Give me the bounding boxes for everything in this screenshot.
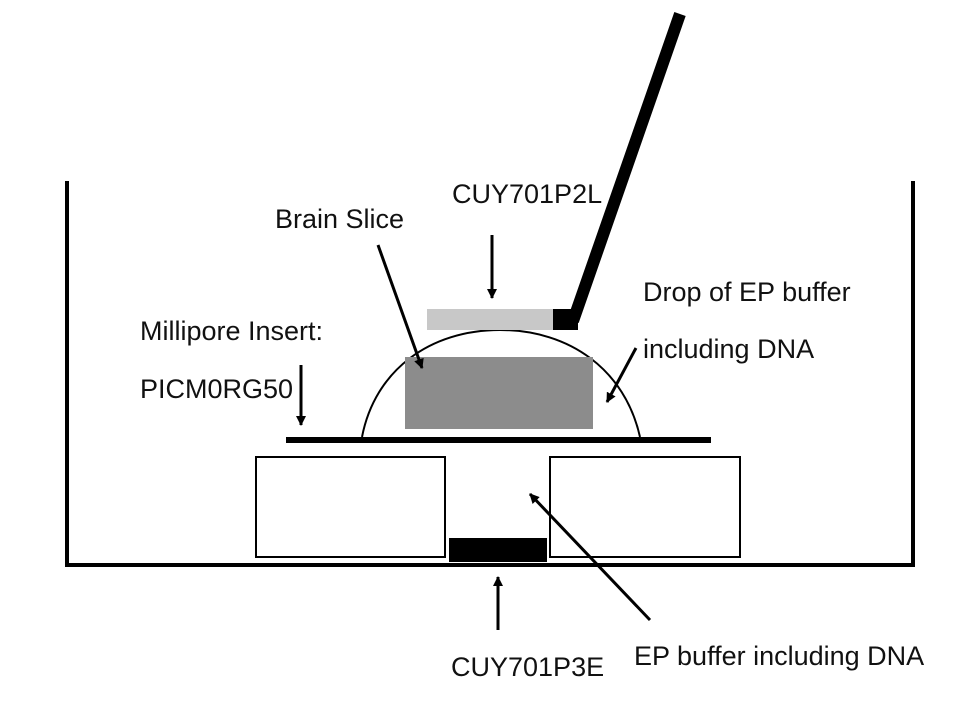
label-ep-buffer: EP buffer including DNA [634, 641, 924, 671]
top-electrode-handle [567, 12, 686, 323]
support-block-right [549, 456, 741, 558]
arrow-brain-slice [376, 244, 424, 369]
arrow-ep-buffer [528, 492, 652, 622]
label-insert-line2: PICM0RG50 [140, 374, 293, 404]
label-drop-line1: Drop of EP buffer [643, 277, 851, 307]
support-block-left [255, 456, 446, 558]
label-insert-line1: Millipore Insert: [140, 316, 323, 346]
label-electrode-top: CUY701P2L [452, 179, 602, 209]
culture-dish [65, 181, 915, 567]
label-drop-line2: including DNA [643, 334, 814, 364]
top-electrode-plate [427, 309, 555, 330]
brain-slice [405, 357, 593, 429]
millipore-insert-membrane [286, 437, 711, 443]
arrow-drop [605, 347, 638, 403]
bottom-electrode [449, 538, 547, 562]
label-brain-slice: Brain Slice [275, 204, 404, 234]
label-electrode-bottom: CUY701P3E [451, 652, 604, 682]
